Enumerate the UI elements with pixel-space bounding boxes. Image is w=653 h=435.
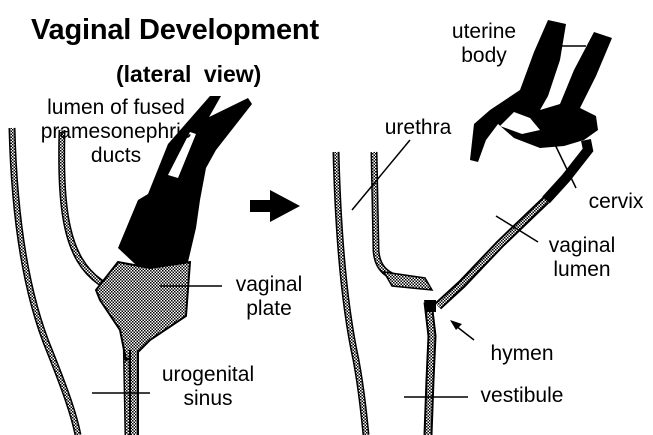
- label-line: vaginal: [542, 234, 622, 258]
- label-line: body: [436, 44, 532, 68]
- label-vestibule: vestibule: [470, 384, 574, 408]
- label-line: uterine: [436, 20, 532, 44]
- late-stage-panel: [336, 20, 612, 435]
- label-line: lumen: [542, 258, 622, 282]
- label-cervix: cervix: [584, 190, 648, 214]
- label-line: pramesonephric: [32, 120, 200, 144]
- label-lumen-fused-ducts: lumen of fused pramesonephric ducts: [32, 96, 200, 168]
- label-line: ducts: [32, 144, 200, 168]
- label-line: urogenital: [150, 363, 266, 387]
- label-vaginal-lumen: vaginal lumen: [542, 234, 622, 282]
- label-uterine-body: uterine body: [436, 20, 532, 68]
- label-line: sinus: [150, 387, 266, 411]
- urethra-tube: [374, 152, 420, 282]
- right-arrow-icon: [250, 190, 300, 222]
- label-line: plate: [224, 297, 314, 321]
- label-urogenital-sinus: urogenital sinus: [150, 363, 266, 411]
- left-outer-wall: [12, 128, 78, 435]
- label-hymen: hymen: [484, 342, 560, 366]
- label-urethra: urethra: [380, 116, 456, 140]
- label-line: vaginal: [224, 273, 314, 297]
- label-line: lumen of fused: [32, 96, 200, 120]
- label-vaginal-plate: vaginal plate: [224, 273, 314, 321]
- vaginal-plate: [96, 262, 190, 360]
